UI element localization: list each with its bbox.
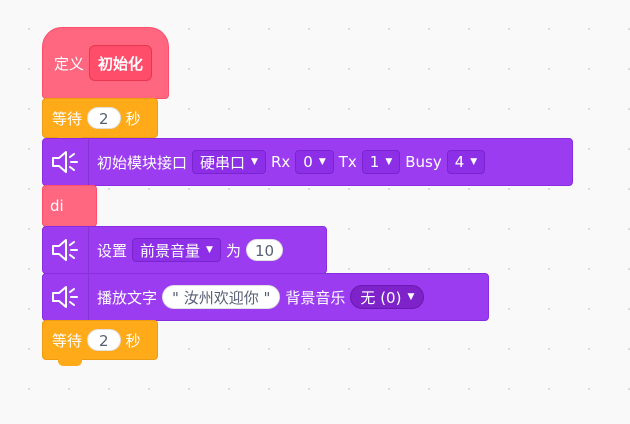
set-label: 设置 [97, 241, 128, 260]
di-block[interactable]: di [42, 185, 97, 227]
di-label: di [50, 197, 64, 215]
speaker-icon [43, 139, 89, 185]
to-label: 为 [225, 241, 241, 260]
wait-label: 等待 [52, 331, 83, 350]
close-quote: " [263, 289, 271, 307]
wait-seconds-input[interactable]: 2 [87, 329, 121, 351]
rx-dropdown[interactable]: 0 ▼ [295, 150, 334, 174]
bg-music-dropdown[interactable]: 无 (0) ▼ [350, 285, 425, 309]
wait-seconds-input[interactable]: 2 [87, 107, 121, 129]
chevron-down-icon: ▼ [407, 292, 415, 302]
rx-label: Rx [270, 153, 291, 171]
wait-block[interactable]: 等待 2 秒 [42, 320, 158, 360]
block-notch [58, 359, 82, 366]
open-quote: " [172, 289, 179, 307]
chevron-down-icon: ▼ [470, 157, 478, 167]
wait-unit: 秒 [125, 331, 141, 350]
busy-label: Busy [405, 153, 442, 171]
set-volume-block[interactable]: 设置 前景音量 ▼ 为 10 [42, 226, 327, 274]
wait-unit: 秒 [125, 109, 141, 128]
tx-label: Tx [338, 153, 357, 171]
play-text-input[interactable]: " 汝州欢迎你 " [162, 285, 281, 309]
tx-dropdown[interactable]: 1 ▼ [361, 150, 401, 174]
bg-music-value: 无 (0) [360, 288, 402, 307]
play-text-block[interactable]: 播放文字 " 汝州欢迎你 " 背景音乐 无 (0) ▼ [42, 273, 489, 321]
define-block[interactable]: 定义 初始化 [42, 27, 169, 99]
chevron-down-icon: ▼ [318, 157, 326, 167]
init-interface-block[interactable]: 初始模块接口 硬串口 ▼ Rx 0 ▼ Tx 1 ▼ Busy 4 ▼ [42, 138, 573, 186]
speaker-icon [43, 274, 89, 320]
volume-param-value: 前景音量 [140, 241, 201, 260]
chevron-down-icon: ▼ [251, 157, 258, 167]
bg-music-label: 背景音乐 [285, 288, 346, 307]
init-label: 初始模块接口 [97, 153, 188, 172]
volume-param-dropdown[interactable]: 前景音量 ▼ [132, 238, 221, 262]
chevron-down-icon: ▼ [385, 157, 393, 167]
port-dropdown[interactable]: 硬串口 ▼ [192, 150, 266, 174]
play-text-label: 播放文字 [97, 288, 158, 307]
define-keyword: 定义 [54, 54, 85, 73]
speaker-icon [43, 227, 89, 273]
busy-dropdown[interactable]: 4 ▼ [446, 150, 486, 174]
port-dropdown-value: 硬串口 [200, 153, 246, 172]
volume-value-input[interactable]: 10 [245, 239, 284, 261]
play-text-value: 汝州欢迎你 [183, 289, 259, 307]
wait-block[interactable]: 等待 2 秒 [42, 98, 158, 138]
rx-dropdown-value: 0 [303, 153, 313, 171]
procedure-name: 初始化 [98, 54, 144, 73]
busy-dropdown-value: 4 [454, 153, 465, 171]
procedure-prototype[interactable]: 初始化 [89, 45, 153, 81]
tx-dropdown-value: 1 [369, 153, 380, 171]
wait-label: 等待 [52, 109, 83, 128]
chevron-down-icon: ▼ [206, 245, 213, 255]
